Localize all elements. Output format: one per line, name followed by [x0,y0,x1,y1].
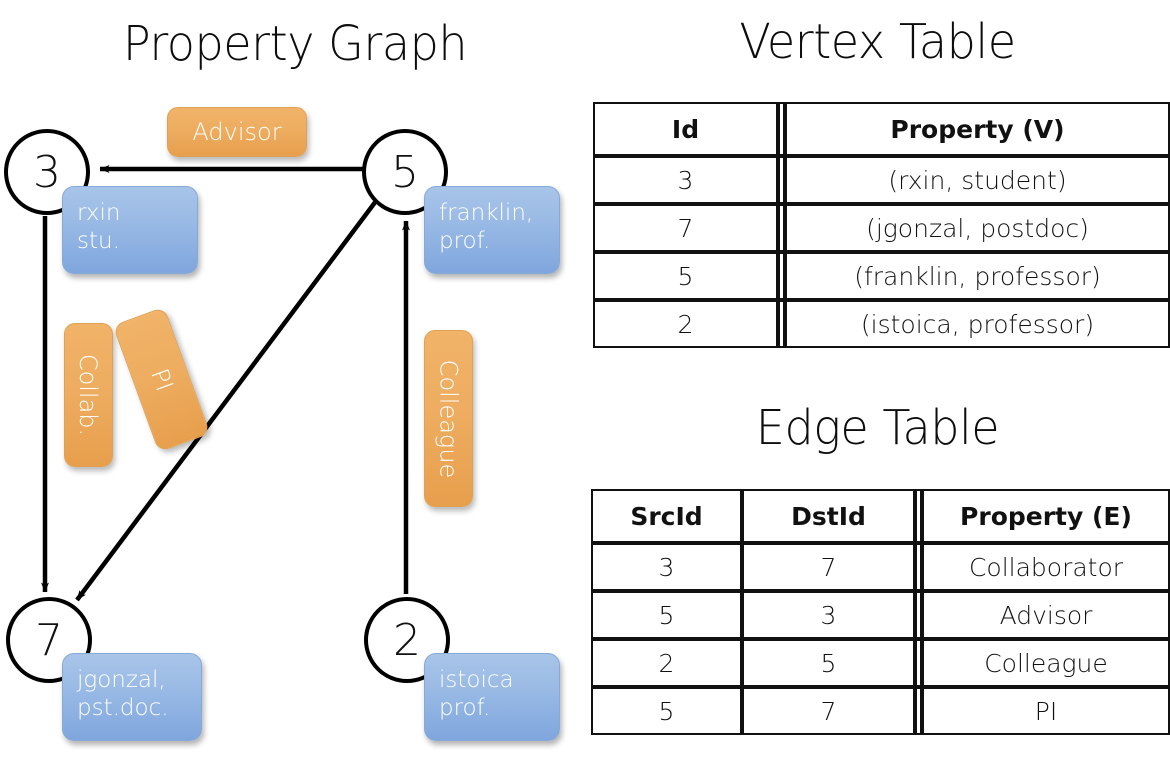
graph-edges-svg [41,165,410,602]
vertex-property-box-5-line1: franklin, [439,200,534,226]
column-gap [915,687,922,735]
table-row[interactable]: 5 (franklin, professor) [593,252,1170,300]
vertex-row-1-property: (jgonzal, postdoc) [785,204,1170,252]
edge-row-1-dst: 3 [742,591,915,639]
vertex-row-0-id: 3 [593,156,778,204]
edge-row-0-src: 3 [591,543,742,591]
column-gap [915,639,922,687]
table-row[interactable]: 5 3 Advisor [591,591,1170,639]
graph-node-2[interactable]: 2 [364,597,450,683]
vertex-table: Id Property (V) 3 (rxin, student) 7 (jgo… [593,102,1170,348]
vertex-property-box-3-line2: stu. [77,228,120,254]
vertex-property-box-7[interactable]: jgonzal, pst.doc. [62,653,202,741]
vertex-property-box-7-line1: jgonzal, [77,667,166,693]
edge-table-header-row: SrcId DstId Property (E) [591,489,1170,543]
graph-node-3-label: 3 [33,146,61,198]
table-row[interactable]: 3 (rxin, student) [593,156,1170,204]
vertex-row-2-id: 5 [593,252,778,300]
edge-row-3-src: 5 [591,687,742,735]
vertex-row-2-property: (franklin, professor) [785,252,1170,300]
edge-table: SrcId DstId Property (E) 3 7 Collaborato… [591,489,1170,735]
column-gap [778,204,785,252]
vertex-property-box-3-line1: rxin [77,200,121,226]
edge-row-0-property: Collaborator [922,543,1170,591]
edge-row-1-property: Advisor [922,591,1170,639]
edge-label-collab[interactable]: Collab. [64,323,113,467]
vertex-property-box-2-line1: istoica [439,667,514,693]
edge-row-0-dst: 7 [742,543,915,591]
edge-table-header-dstid: DstId [742,489,915,543]
table-row[interactable]: 7 (jgonzal, postdoc) [593,204,1170,252]
vertex-table-header-row: Id Property (V) [593,102,1170,156]
graph-node-2-label: 2 [393,614,421,666]
section-title-vertex-table: Vertex Table [739,14,1016,70]
column-gap [778,102,785,156]
table-row[interactable]: 5 7 PI [591,687,1170,735]
graph-node-5[interactable]: 5 [362,129,448,215]
edge-table-header-srcid: SrcId [591,489,742,543]
column-gap [778,252,785,300]
edge-label-advisor-text: Advisor [192,118,282,146]
edge-label-collab-text: Collab. [74,353,103,437]
edge-table-header-property: Property (E) [922,489,1170,543]
vertex-property-box-5-line2: prof. [439,228,491,254]
vertex-property-box-2-line2: prof. [439,695,491,721]
vertex-table-header-id: Id [593,102,778,156]
edge-label-pi-text: PI [144,364,179,395]
table-row[interactable]: 2 (istoica, professor) [593,300,1170,348]
graph-node-5-label: 5 [391,146,419,198]
property-graph-diagram: 3 5 7 2 rxin stu. franklin, prof. jgonza… [4,107,560,741]
edge-row-2-src: 2 [591,639,742,687]
vertex-table-header-property: Property (V) [785,102,1170,156]
edge-5-to-7 [75,199,378,602]
vertex-property-box-3[interactable]: rxin stu. [62,186,198,274]
vertex-row-0-property: (rxin, student) [785,156,1170,204]
column-gap [915,591,922,639]
vertex-property-box-7-line2: pst.doc. [77,695,169,721]
column-gap [778,300,785,348]
edge-row-2-dst: 5 [742,639,915,687]
edge-label-colleague[interactable]: Colleague [424,330,473,507]
table-row[interactable]: 2 5 Colleague [591,639,1170,687]
page-title-property-graph: Property Graph [122,16,468,72]
vertex-row-1-id: 7 [593,204,778,252]
edge-label-colleague-text: Colleague [434,359,463,478]
edge-row-3-dst: 7 [742,687,915,735]
vertex-property-box-5[interactable]: franklin, prof. [424,186,560,274]
table-row[interactable]: 3 7 Collaborator [591,543,1170,591]
edge-label-advisor[interactable]: Advisor [167,107,307,157]
edge-row-2-property: Colleague [922,639,1170,687]
edge-row-3-property: PI [922,687,1170,735]
column-gap [915,543,922,591]
vertex-row-3-id: 2 [593,300,778,348]
edge-row-1-src: 5 [591,591,742,639]
vertex-row-3-property: (istoica, professor) [785,300,1170,348]
section-title-edge-table: Edge Table [755,400,1000,456]
column-gap [915,489,922,543]
vertex-property-box-2[interactable]: istoica prof. [424,653,560,741]
column-gap [778,156,785,204]
graph-node-7-label: 7 [35,614,63,666]
